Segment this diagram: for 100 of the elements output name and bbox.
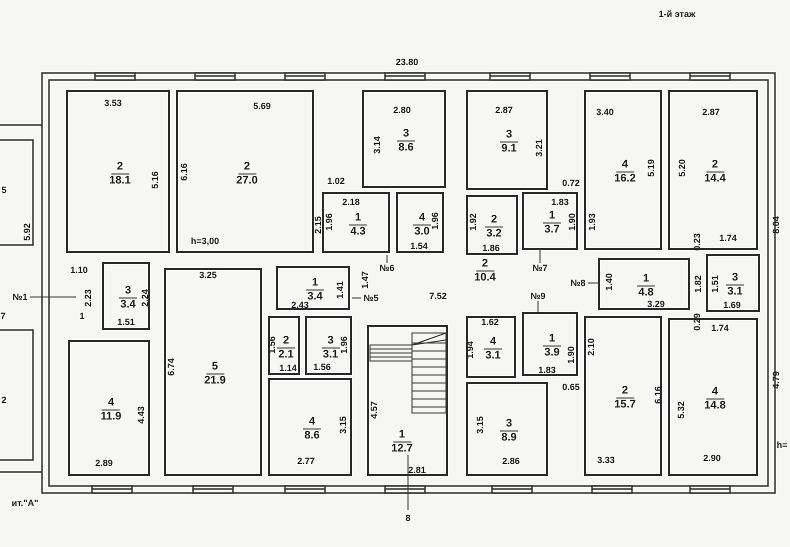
dimension-label: 2 bbox=[2, 395, 6, 405]
room bbox=[322, 192, 390, 253]
dimension-label: 7 bbox=[0, 311, 6, 321]
room-number: 1 bbox=[306, 276, 324, 290]
leader-line bbox=[30, 296, 76, 298]
door-number: №9 bbox=[530, 291, 546, 301]
room bbox=[305, 316, 352, 375]
dimension-label: 2.18 bbox=[342, 197, 360, 207]
dimension-label: 6.16 bbox=[653, 386, 663, 404]
room-number: 3 bbox=[396, 128, 416, 142]
dimension-label: 3.21 bbox=[534, 139, 544, 157]
room bbox=[466, 90, 548, 190]
room-area: 10.4 bbox=[474, 272, 496, 284]
dimension-label: 2.87 bbox=[702, 107, 720, 117]
dimension-label: 3.33 bbox=[597, 455, 615, 465]
room-number: 3 bbox=[118, 284, 138, 298]
room-number: 3 bbox=[500, 418, 518, 432]
dimension-label: 1.10 bbox=[70, 265, 88, 275]
dimension-label: 4.43 bbox=[136, 406, 146, 424]
dimension-label: 1.74 bbox=[719, 233, 737, 243]
room-area: 3.1 bbox=[485, 350, 501, 362]
room-area: 9.1 bbox=[501, 142, 517, 156]
room bbox=[668, 90, 758, 250]
room bbox=[706, 254, 760, 312]
room bbox=[466, 382, 548, 476]
room-area: 12.7 bbox=[391, 442, 413, 456]
dimension-label: 2.23 bbox=[83, 289, 93, 307]
dimension-label: 1 bbox=[80, 311, 84, 321]
dimension-label: 2.10 bbox=[586, 338, 596, 356]
room bbox=[276, 266, 350, 310]
room-area: 2.1 bbox=[278, 348, 294, 361]
room-number: 2 bbox=[238, 160, 256, 174]
dimension-label: 2.77 bbox=[297, 456, 315, 466]
room-number: 4 bbox=[616, 158, 634, 172]
door-number: №5 bbox=[363, 293, 379, 303]
room-area: 8.6 bbox=[398, 142, 414, 154]
dimension-label: 1.90 bbox=[566, 346, 576, 364]
room-number: 4 bbox=[102, 396, 120, 410]
room-number: 1 bbox=[636, 272, 656, 286]
dimension-label: 0.65 bbox=[562, 382, 580, 392]
dimension-label: 1.51 bbox=[710, 275, 720, 293]
dimension-label: 4.57 bbox=[369, 401, 379, 419]
dimension-label: 3.25 bbox=[199, 270, 217, 280]
dimension-label: 3.29 bbox=[647, 299, 665, 309]
room-area: 3.1 bbox=[322, 348, 338, 361]
dimension-label: 1.83 bbox=[538, 365, 556, 375]
room-number: 3 bbox=[726, 272, 744, 286]
room bbox=[584, 90, 662, 250]
door-number: №1 bbox=[12, 292, 28, 302]
dimension-label: 1.94 bbox=[465, 341, 475, 359]
dimension-label: 2.90 bbox=[703, 453, 721, 463]
room bbox=[466, 316, 516, 378]
room-area: 18.1 bbox=[109, 174, 131, 187]
dimension-label: 1.56 bbox=[267, 336, 277, 354]
room-area: 4.8 bbox=[638, 286, 654, 300]
room-area: 21.9 bbox=[204, 374, 226, 388]
room-number: 2 bbox=[484, 214, 504, 228]
room-number: 1 bbox=[542, 210, 562, 224]
dimension-label: 3.40 bbox=[596, 107, 614, 117]
dimension-label: 2.89 bbox=[95, 458, 113, 468]
dimension-label: 1.74 bbox=[711, 323, 729, 333]
room-area: 3.7 bbox=[544, 224, 560, 236]
room bbox=[396, 192, 444, 253]
dimension-label: 5.69 bbox=[253, 101, 271, 111]
dimension-label: 1.40 bbox=[604, 273, 614, 291]
dimension-label: 8.04 bbox=[771, 216, 781, 234]
room-area: 8.6 bbox=[304, 430, 320, 442]
dimension-label: 1.86 bbox=[482, 243, 500, 253]
room-number: 2 bbox=[706, 158, 724, 172]
dimension-label: 1.93 bbox=[587, 213, 597, 231]
dimension-label: 1.69 bbox=[723, 300, 741, 310]
room-area: 8.9 bbox=[501, 432, 517, 444]
room bbox=[466, 195, 518, 255]
leader-line bbox=[386, 254, 388, 264]
dimension-label: 4.79 bbox=[771, 371, 781, 389]
dimension-label: 1.54 bbox=[410, 241, 428, 251]
room bbox=[176, 90, 314, 253]
dimension-label: 1.92 bbox=[468, 213, 478, 231]
dimension-label: 1.96 bbox=[324, 213, 334, 231]
dimension-label: 7.52 bbox=[429, 291, 447, 301]
dimension-label: 5.92 bbox=[22, 223, 32, 241]
dimension-label: 2.80 bbox=[393, 105, 411, 115]
room-number: 4 bbox=[484, 336, 502, 350]
room-area: 3.4 bbox=[120, 298, 136, 312]
room bbox=[268, 378, 352, 476]
dimension-label: 1.90 bbox=[567, 213, 577, 231]
dimension-label: 2.24 bbox=[140, 289, 150, 307]
dimension-label: ит."А" bbox=[12, 498, 38, 508]
room-number: 2 bbox=[110, 160, 130, 174]
dimension-label: h=3,00 bbox=[190, 236, 220, 246]
dimension-label: 5.20 bbox=[677, 159, 687, 177]
dimension-label: 1.82 bbox=[693, 275, 703, 293]
dimension-label: 2.81 bbox=[408, 465, 426, 475]
room-number: 5 bbox=[206, 360, 224, 374]
dimension-label: 3.15 bbox=[338, 416, 348, 434]
dimension-label: 2.43 bbox=[291, 300, 309, 310]
door-number: №6 bbox=[379, 263, 395, 273]
dimension-label: 1.83 bbox=[551, 197, 569, 207]
room-area: 14.8 bbox=[704, 400, 726, 412]
dimension-label: 23.80 bbox=[396, 57, 418, 67]
